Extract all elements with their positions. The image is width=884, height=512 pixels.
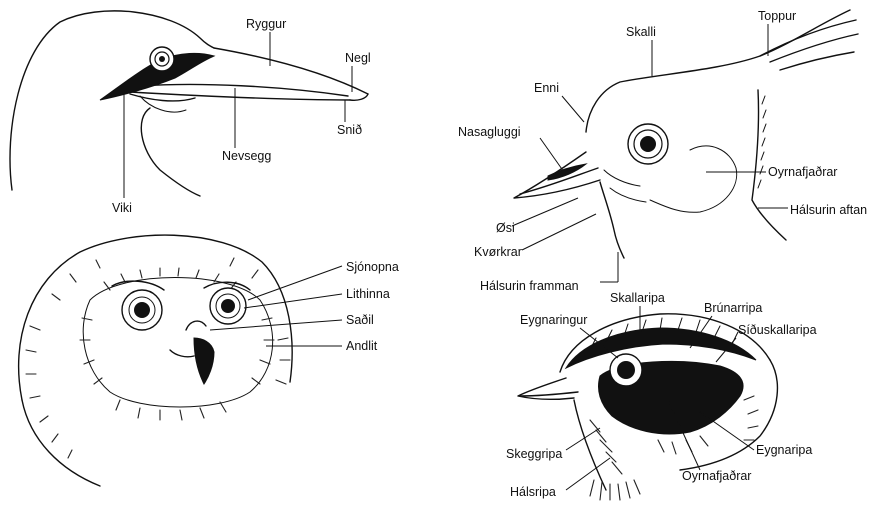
label-nasagluggi: Nasagluggi — [458, 125, 521, 139]
label-nevsegg: Nevsegg — [222, 149, 271, 163]
head-long-bill-illustration — [10, 11, 368, 196]
label-andlit: Andlit — [346, 339, 378, 353]
label-siduskallaripa: Síðuskallaripa — [738, 323, 817, 337]
label-lithinna: Lithinna — [346, 287, 390, 301]
leader-nasagluggi — [540, 138, 564, 172]
label-eygnaripa: Eygnaripa — [756, 443, 812, 457]
label-kverkrar: Kvørkrar — [474, 245, 522, 259]
leader-osi — [512, 198, 578, 226]
label-skeggripa: Skeggripa — [506, 447, 562, 461]
label-halsurin-framman: Hálsurin framman — [480, 279, 579, 293]
head-owl-illustration — [19, 235, 293, 486]
leader-sjonopna — [248, 266, 342, 300]
label-ryggur: Ryggur — [246, 17, 286, 31]
head-crested-illustration — [514, 10, 858, 258]
leader-enni — [562, 96, 584, 122]
label-sjonopna: Sjónopna — [346, 260, 399, 274]
labels-head-long-bill: Ryggur Negl Snið Nevsegg Viki — [112, 17, 371, 215]
label-halsurin-aftan: Hálsurin aftan — [790, 203, 867, 217]
label-skallaripa: Skallaripa — [610, 291, 665, 305]
label-enni: Enni — [534, 81, 559, 95]
label-toppur: Toppur — [758, 9, 796, 23]
label-snid: Snið — [337, 123, 362, 137]
label-eygnaringur: Eygnaringur — [520, 313, 587, 327]
label-viki: Viki — [112, 201, 132, 215]
label-negl: Negl — [345, 51, 371, 65]
label-brunarripa: Brúnarripa — [704, 301, 762, 315]
label-halsripa: Hálsripa — [510, 485, 556, 499]
label-oyrnafjadrar-bottom: Oyrnafjaðrar — [682, 469, 751, 483]
label-osi: Øsi — [496, 221, 515, 235]
label-skalli: Skalli — [626, 25, 656, 39]
leader-kverkrar — [522, 214, 596, 250]
label-sadil: Saðil — [346, 313, 374, 327]
leader-eygnaripa — [700, 412, 754, 450]
label-oyrnafjadrar-top: Oyrnafjaðrar — [768, 165, 837, 179]
